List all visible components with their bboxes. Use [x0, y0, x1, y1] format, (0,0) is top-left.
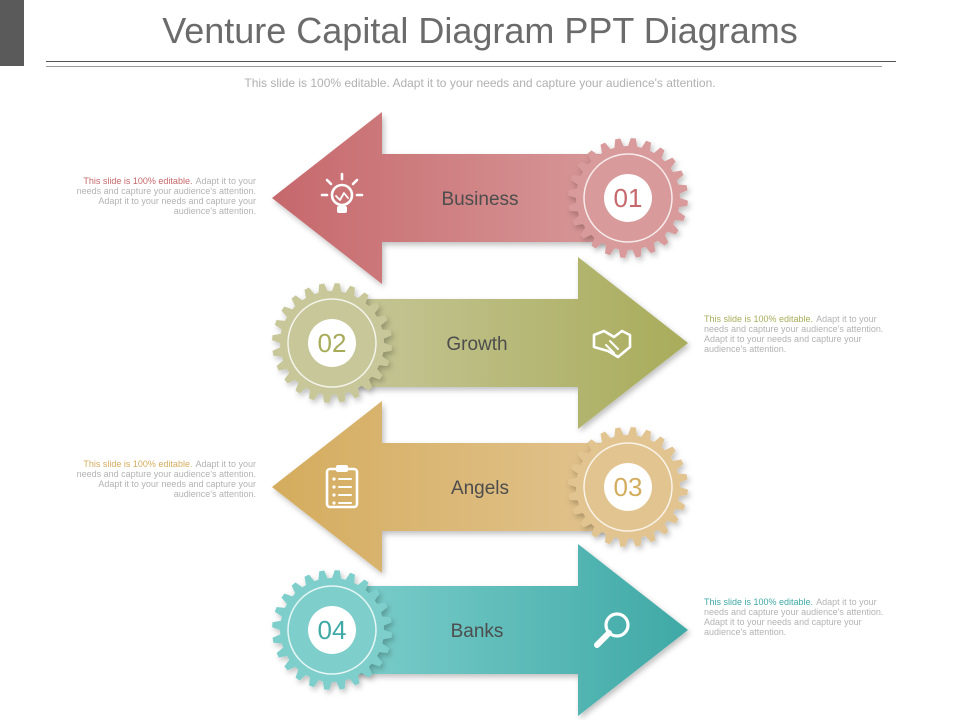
step-1-note-lead: This slide is 100% editable.	[83, 176, 193, 186]
step-1-note: This slide is 100% editable.Adapt it to …	[60, 176, 256, 216]
page-title: Venture Capital Diagram PPT Diagrams	[162, 10, 798, 51]
step-3-group: 03 Angels	[272, 401, 688, 573]
step-3-note-lead: This slide is 100% editable.	[83, 459, 193, 469]
step-2-label: Growth	[446, 334, 507, 355]
title-divider-secondary	[46, 66, 882, 67]
title-divider	[46, 61, 896, 62]
corner-accent	[0, 0, 24, 66]
step-3-number: 03	[614, 472, 643, 502]
step-1-gear: 01	[568, 138, 688, 258]
step-4-note: This slide is 100% editable.Adapt it to …	[704, 597, 900, 637]
step-2-arrow	[332, 257, 688, 429]
step-2-note-lead: This slide is 100% editable.	[704, 314, 814, 324]
clipboard-icon	[325, 465, 359, 509]
page-subtitle: This slide is 100% editable. Adapt it to…	[244, 76, 716, 90]
step-3-arrow	[272, 401, 628, 573]
step-2-note: This slide is 100% editable.Adapt it to …	[704, 314, 900, 354]
step-1-label: Business	[441, 189, 518, 210]
step-2-gear: 02	[272, 283, 392, 403]
step-4-group: 04 Banks	[272, 544, 688, 716]
lightbulb-icon	[320, 172, 364, 213]
step-2-note-body: Adapt it to your needs and capture your …	[704, 314, 884, 354]
step-1-group: 01 Business	[272, 112, 688, 284]
step-3-label: Angels	[451, 478, 509, 499]
step-1-number: 01	[614, 183, 643, 213]
step-2-number: 02	[318, 328, 347, 358]
step-1-arrow	[272, 112, 628, 284]
handshake-icon	[592, 329, 632, 359]
step-3-gear: 03	[568, 427, 688, 547]
step-4-note-lead: This slide is 100% editable.	[704, 597, 814, 607]
step-1-note-body: Adapt it to your needs and capture your …	[76, 176, 256, 216]
step-3-note: This slide is 100% editable.Adapt it to …	[60, 459, 256, 499]
magnifier-icon	[594, 612, 630, 648]
step-4-number: 04	[318, 615, 347, 645]
step-4-label: Banks	[451, 621, 504, 642]
step-4-note-body: Adapt it to your needs and capture your …	[704, 597, 884, 637]
step-2-group: 02 Growth	[272, 257, 688, 429]
step-3-note-body: Adapt it to your needs and capture your …	[76, 459, 256, 499]
step-4-gear: 04	[272, 570, 392, 690]
step-4-arrow	[332, 544, 688, 716]
